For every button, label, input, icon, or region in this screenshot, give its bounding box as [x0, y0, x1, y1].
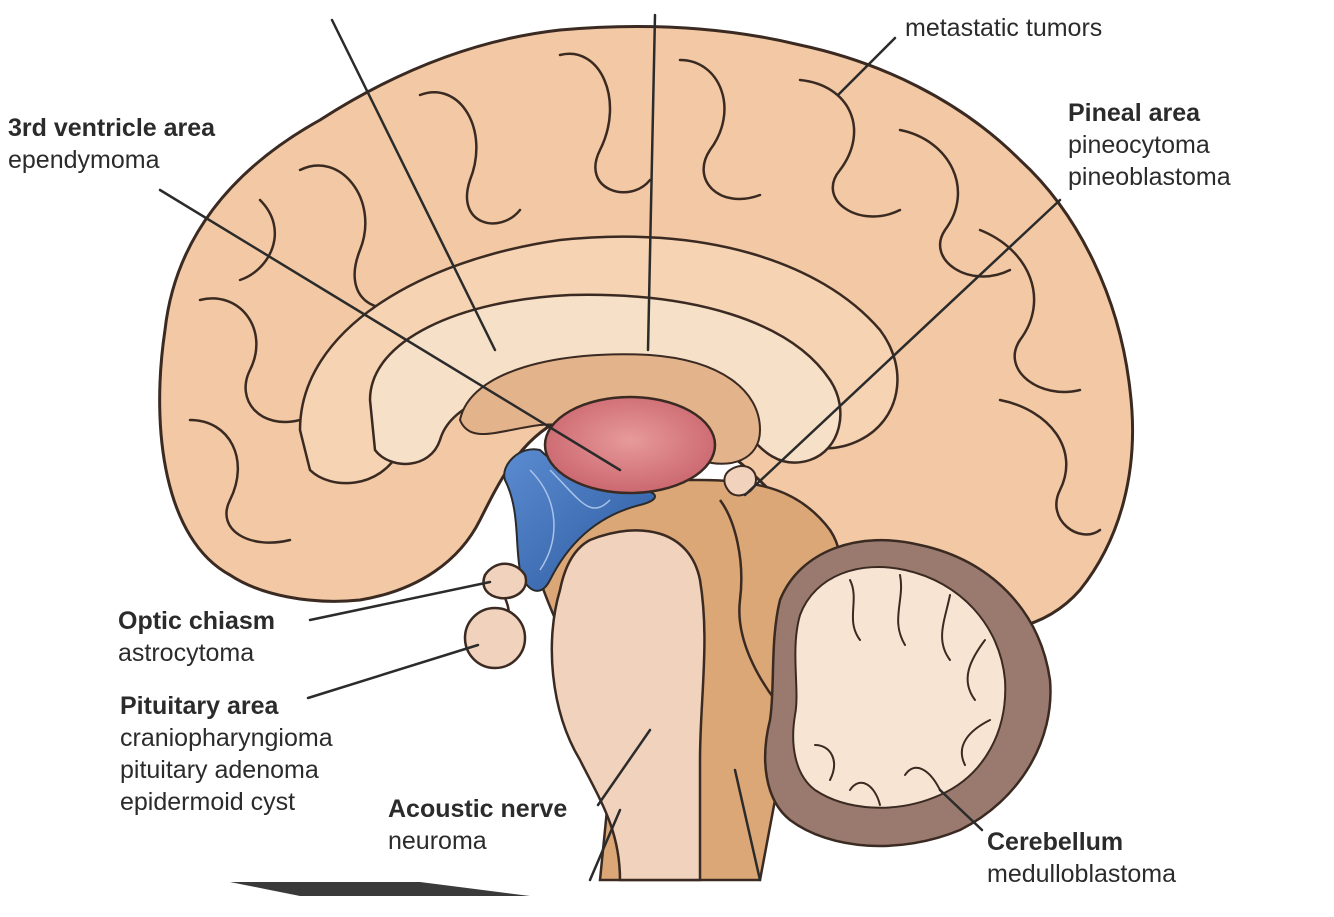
gyrus-line: [418, 91, 522, 225]
label-metastatic: metastatic tumors: [905, 12, 1102, 44]
gyrus-line: [898, 128, 1012, 278]
gyrus-line: [198, 297, 302, 424]
leader-line-pineal: [743, 198, 1062, 497]
leader-line-pituitary: [306, 643, 480, 700]
folia-line: [849, 781, 881, 806]
gyrus-line: [238, 198, 277, 282]
optic-chiasm: [482, 562, 528, 600]
ventricle-streak: [529, 469, 555, 571]
label-acoustic-title: Acoustic nerve: [388, 795, 568, 823]
leader-line-cerebellum: [938, 788, 984, 832]
label-cerebellum-title: Cerebellum: [987, 828, 1124, 856]
label-optic-chiasm-title: Optic chiasm: [118, 607, 275, 635]
gyrus-line: [678, 58, 762, 201]
gyrus-line: [978, 228, 1082, 394]
folia-line: [941, 594, 951, 661]
label-cerebellum-line: medulloblastoma: [987, 860, 1176, 888]
folia-line: [897, 574, 906, 646]
label-acoustic-line: neuroma: [388, 827, 487, 855]
label-pituitary-line: craniopharyngioma: [120, 724, 333, 752]
leader-line-third-ventricle: [158, 188, 622, 472]
pituitary-gland: [463, 606, 527, 670]
label-third-ventricle-line: ependymoma: [8, 146, 160, 174]
label-pituitary-line: epidermoid cyst: [120, 788, 296, 816]
label-pineal-line: pineocytoma: [1068, 131, 1210, 159]
thalamus: [543, 395, 717, 495]
label-pituitary: Pituitary area craniopharyngioma pituita…: [120, 690, 333, 818]
gyrus-line: [188, 418, 292, 544]
folia-line: [814, 744, 835, 781]
label-metastatic-line: metastatic tumors: [905, 14, 1103, 42]
label-cerebellum: Cerebellum medulloblastoma: [987, 826, 1176, 890]
brainstem: [550, 529, 706, 882]
leader-line-metastatic: [836, 36, 897, 97]
leader-line-top-left: [330, 18, 497, 352]
leader-line-top-center: [646, 13, 657, 352]
label-pineal-line: pineoblastoma: [1068, 163, 1231, 191]
label-optic-chiasm-line: astrocytoma: [118, 639, 255, 667]
gyrus-line: [798, 78, 902, 218]
folia-line: [960, 719, 991, 766]
base-bar: [230, 882, 530, 896]
folia-line: [904, 766, 941, 791]
label-third-ventricle: 3rd ventricle area ependymoma: [8, 112, 215, 176]
label-pineal: Pineal area pineocytoma pineoblastoma: [1068, 97, 1231, 193]
label-pineal-title: Pineal area: [1068, 99, 1201, 127]
gyrus-line: [998, 398, 1102, 536]
fourth-ventricle: [718, 499, 777, 701]
folia-line: [849, 579, 861, 641]
leader-line-optic-chiasm: [308, 580, 492, 622]
leader-line-bottom-left: [588, 808, 622, 882]
pineal-gland: [723, 465, 757, 497]
label-acoustic: Acoustic nerve neuroma: [388, 793, 567, 857]
leader-line-acoustic: [596, 728, 652, 807]
cerebellum-white-matter: [792, 566, 1007, 809]
ventricle-streak: [549, 469, 611, 509]
gyrus-line: [558, 52, 652, 194]
folia-line: [966, 639, 986, 701]
label-third-ventricle-title: 3rd ventricle area: [8, 114, 216, 142]
label-pituitary-line: pituitary adenoma: [120, 756, 319, 784]
leader-line-bottom-right: [733, 768, 762, 882]
label-optic-chiasm: Optic chiasm astrocytoma: [118, 605, 275, 669]
label-pituitary-title: Pituitary area: [120, 692, 279, 720]
